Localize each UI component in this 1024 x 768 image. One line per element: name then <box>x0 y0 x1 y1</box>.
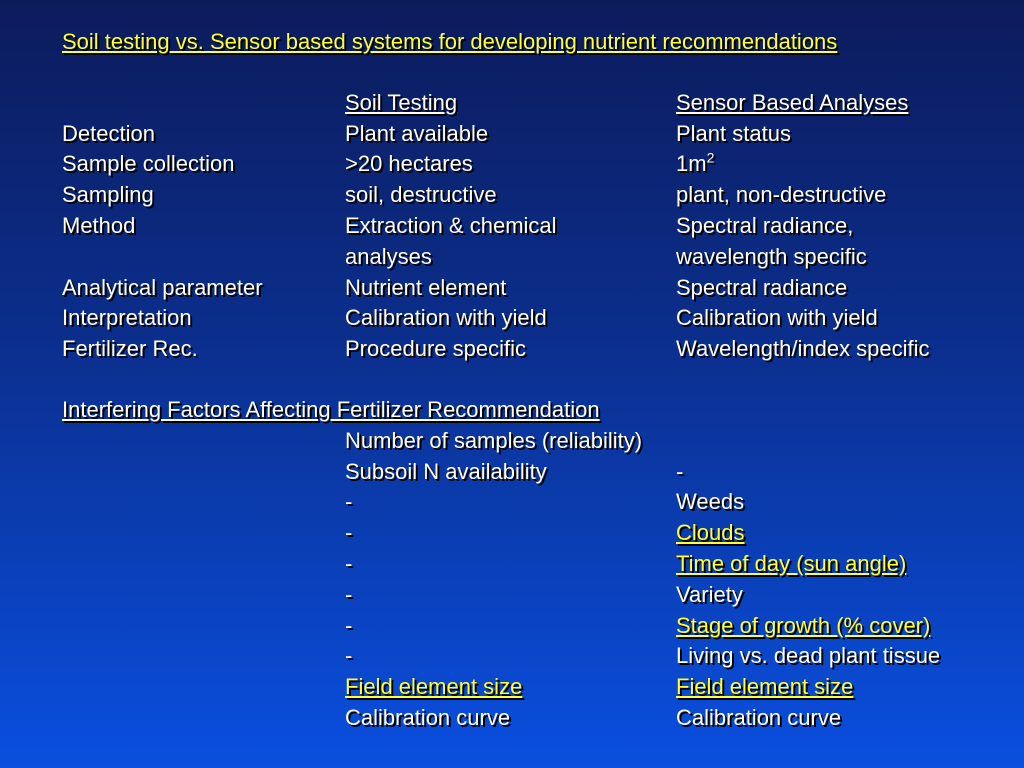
row-soil-value: Procedure specific <box>345 336 526 361</box>
row-label: Method <box>62 213 136 238</box>
row-sensor-value: 1m2 <box>676 151 714 177</box>
area-value: 1m <box>676 151 707 176</box>
interfering-full-row: Number of samples (reliability) <box>345 428 643 453</box>
row-soil-value: Nutrient element <box>345 275 507 300</box>
row-sensor-value: wavelength specific <box>676 244 867 269</box>
row-soil-value: analyses <box>345 244 432 269</box>
row-soil-value: Plant available <box>345 121 489 146</box>
interfering-heading: Interfering Factors Affecting Fertilizer… <box>62 397 600 422</box>
row-soil-value: Calibration with yield <box>345 305 547 330</box>
row-soil-value: soil, destructive <box>345 182 497 207</box>
interfering-sensor-item: Weeds <box>676 489 745 514</box>
row-sensor-value: Calibration with yield <box>676 305 878 330</box>
interfering-sensor-item: Clouds <box>676 520 745 545</box>
slide-title: Soil testing vs. Sensor based systems fo… <box>62 29 838 54</box>
interfering-soil-item: - <box>345 551 353 576</box>
header-sensor-based: Sensor Based Analyses <box>676 90 909 115</box>
interfering-soil-item: Field element size <box>345 674 523 699</box>
row-sensor-value: Spectral radiance, <box>676 213 854 238</box>
row-label: Interpretation <box>62 305 192 330</box>
interfering-soil-item: - <box>345 613 353 638</box>
interfering-sensor-item: Variety <box>676 582 743 607</box>
interfering-soil-item: - <box>345 489 353 514</box>
interfering-sensor-item: Field element size <box>676 674 854 699</box>
superscript: 2 <box>706 149 715 166</box>
row-sensor-value: Wavelength/index specific <box>676 336 930 361</box>
interfering-sensor-item: Living vs. dead plant tissue <box>676 643 941 668</box>
row-sensor-value: plant, non-destructive <box>676 182 887 207</box>
row-label: Fertilizer Rec. <box>62 336 198 361</box>
row-sensor-value: Plant status <box>676 121 791 146</box>
interfering-soil-item: Subsoil N availability <box>345 459 547 484</box>
interfering-sensor-item: - <box>676 459 684 484</box>
row-label: Sample collection <box>62 151 235 176</box>
interfering-sensor-item: Stage of growth (% cover) <box>676 613 931 638</box>
row-label: Analytical parameter <box>62 275 263 300</box>
row-sensor-value: Spectral radiance <box>676 275 848 300</box>
interfering-sensor-item: Calibration curve <box>676 705 842 730</box>
interfering-soil-item: Calibration curve <box>345 705 511 730</box>
row-label: Sampling <box>62 182 154 207</box>
row-label: Detection <box>62 121 155 146</box>
row-soil-value: Extraction & chemical <box>345 213 557 238</box>
interfering-sensor-item: Time of day (sun angle) <box>676 551 907 576</box>
interfering-soil-item: - <box>345 520 353 545</box>
row-soil-value: >20 hectares <box>345 151 473 176</box>
interfering-soil-item: - <box>345 643 353 668</box>
interfering-soil-item: - <box>345 582 353 607</box>
header-soil-testing: Soil Testing <box>345 90 458 115</box>
